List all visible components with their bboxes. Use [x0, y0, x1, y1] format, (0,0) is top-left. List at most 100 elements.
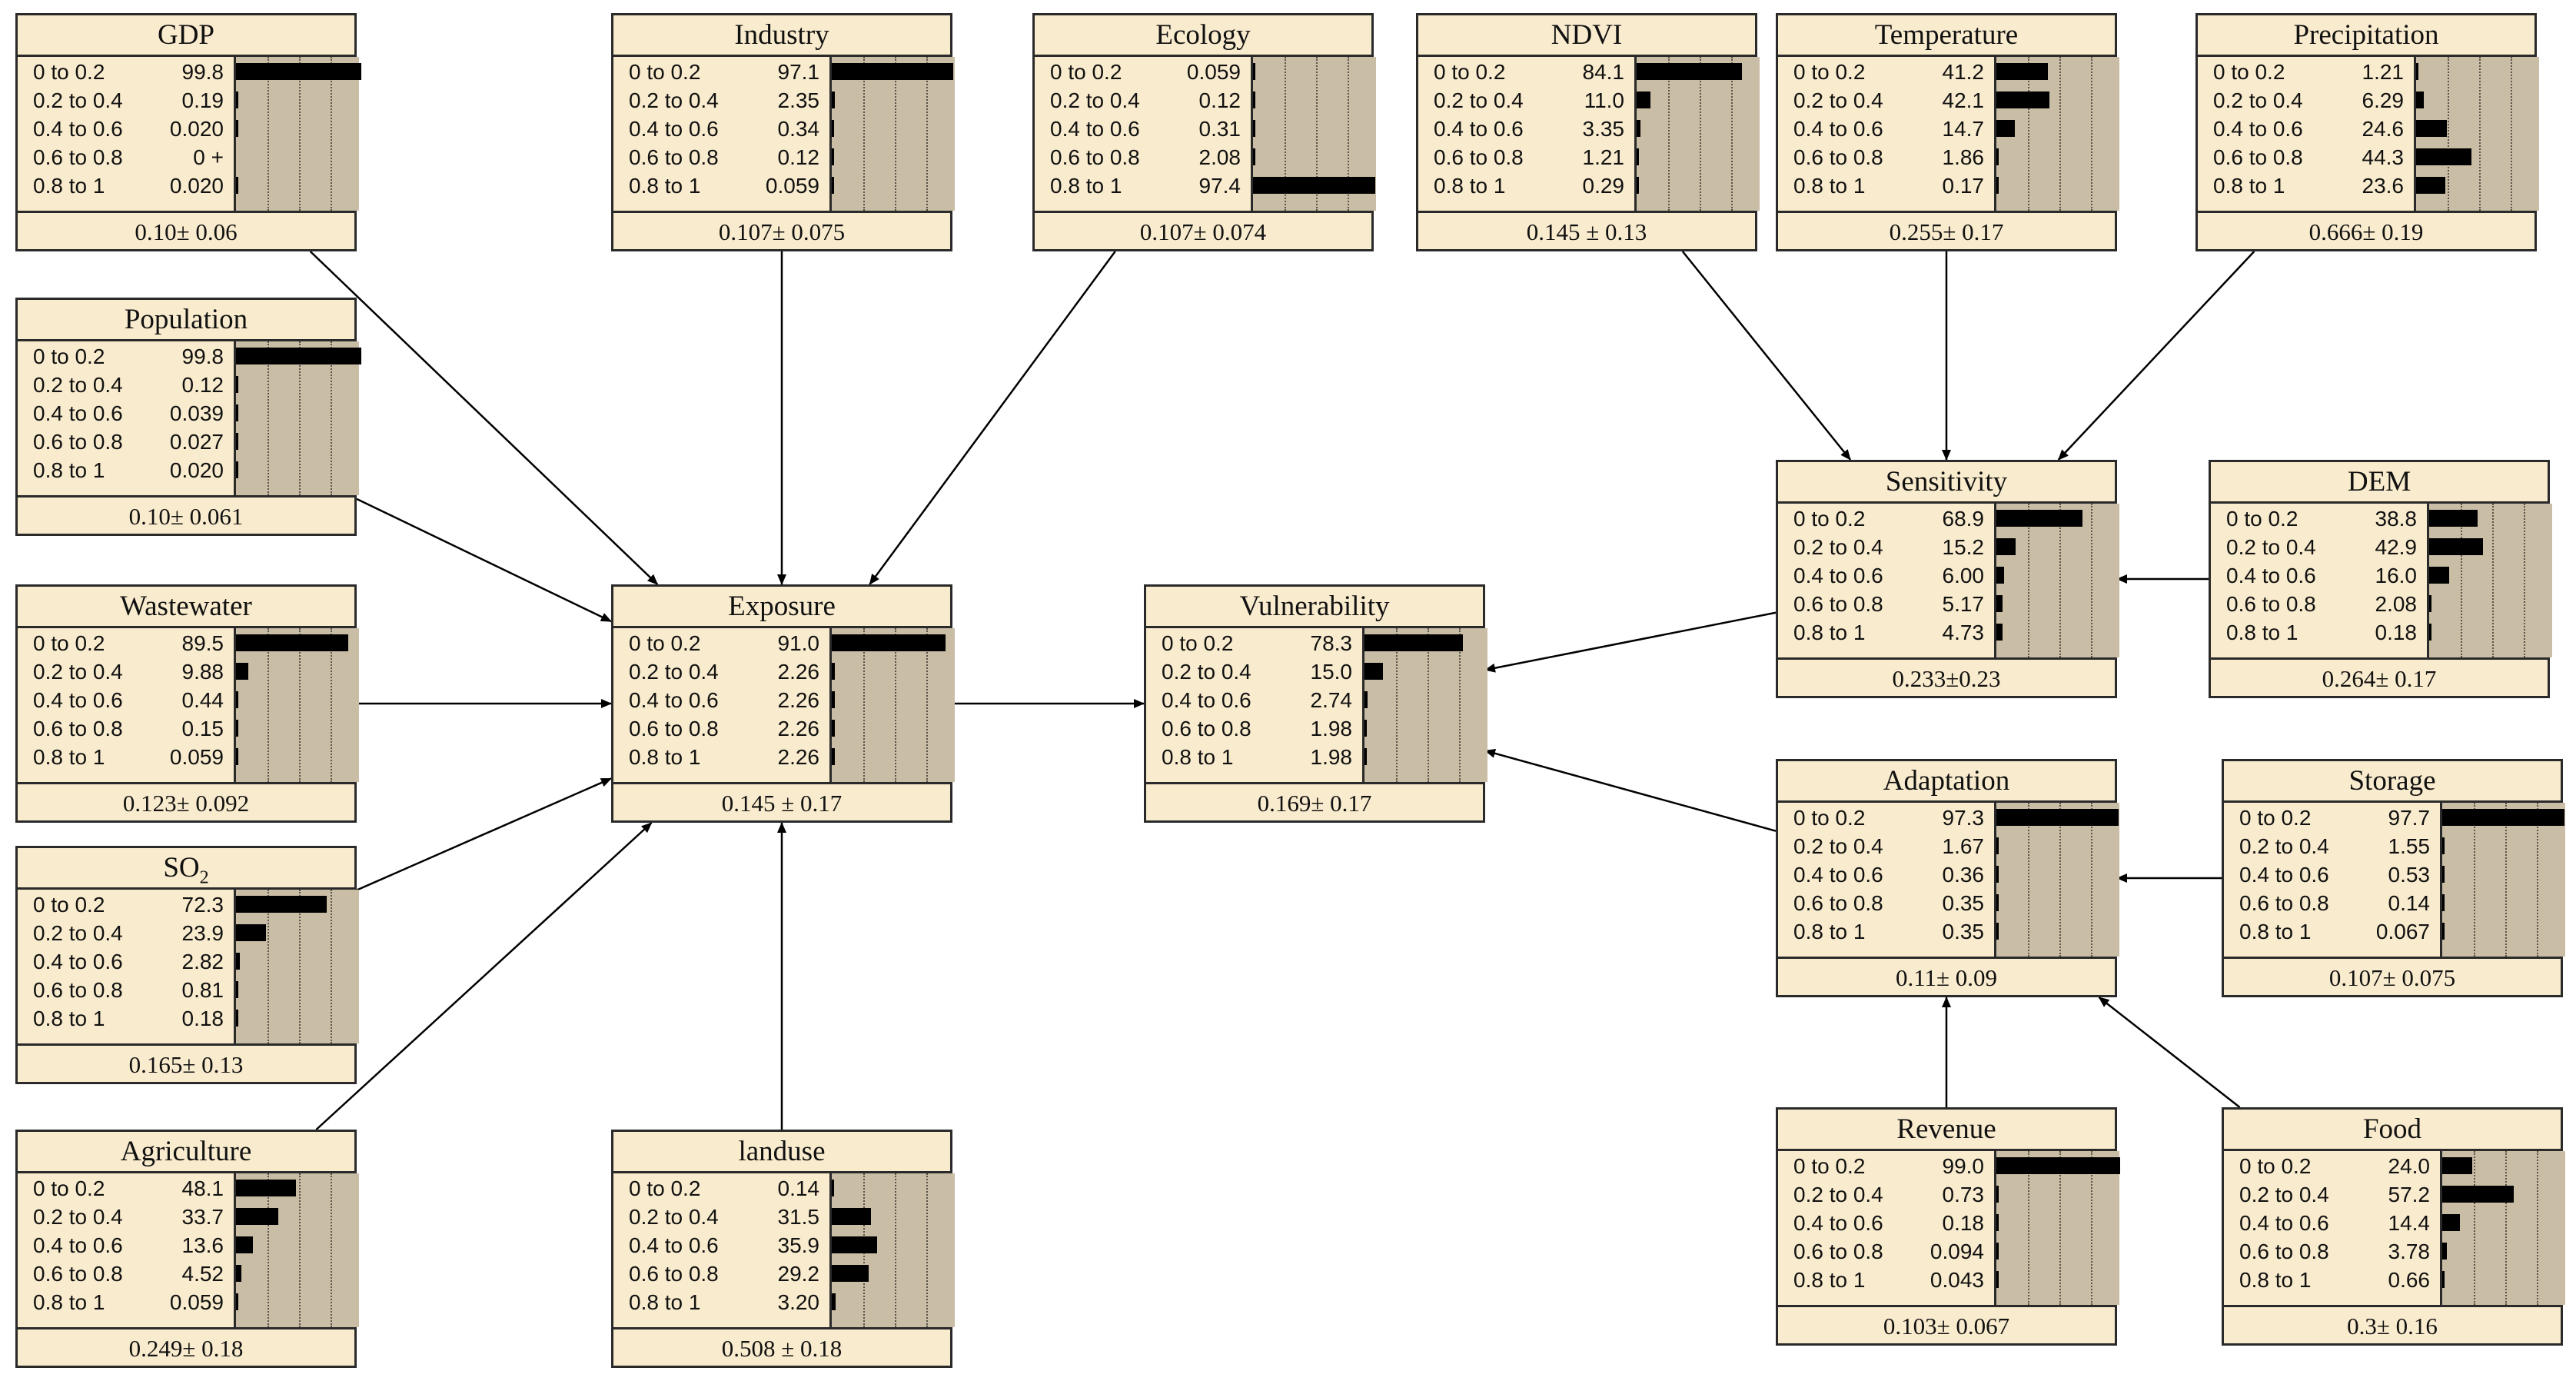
- grid-line: [1348, 57, 1349, 211]
- state-label: 0.8 to 1: [1793, 1268, 1866, 1292]
- belief-bar: [1996, 1214, 1999, 1231]
- state-label: 0 to 0.2: [33, 60, 105, 84]
- belief-bar: [236, 177, 238, 194]
- state-label: 0.2 to 0.4: [2239, 834, 2329, 858]
- state-label: 0.2 to 0.4: [629, 1205, 719, 1229]
- node-title: Agriculture: [18, 1132, 354, 1173]
- belief-bar: [1637, 177, 1639, 194]
- state-value: 0.12: [1198, 88, 1241, 112]
- state-value: 68.9: [1942, 507, 1985, 531]
- belief-bar: [2442, 809, 2564, 826]
- belief-bar: [1996, 837, 1999, 854]
- state-value: 15.0: [1310, 660, 1353, 684]
- belief-bar-panel: [2414, 57, 2539, 211]
- node-title: Precipitation: [2198, 15, 2534, 57]
- edge-agriculture-to-exposure: [315, 822, 653, 1130]
- state-label: 0 to 0.2: [629, 60, 701, 84]
- belief-bar: [1996, 538, 2016, 555]
- edge-adaptation-to-vulnerability: [1484, 748, 1777, 832]
- state-value: 23.6: [2362, 174, 2405, 198]
- state-value: 0.059: [1186, 60, 1241, 84]
- grid-line: [926, 57, 928, 211]
- state-label: 0 to 0.2: [2239, 806, 2312, 830]
- belief-bar: [236, 720, 238, 737]
- state-label: 0.2 to 0.4: [2213, 88, 2303, 112]
- belief-bar: [832, 691, 835, 708]
- node-title-text: Temperature: [1874, 19, 2019, 51]
- state-value: 31.5: [777, 1205, 820, 1229]
- state-label: 0.8 to 1: [629, 174, 701, 198]
- state-value: 0.44: [181, 688, 224, 712]
- grid-line: [268, 1173, 269, 1327]
- node-mean-sd: 0.103± 0.067: [1778, 1305, 2115, 1348]
- node-title-text: Storage: [2348, 765, 2436, 797]
- node-title-text: Industry: [734, 19, 829, 51]
- state-value: 0.81: [181, 978, 224, 1002]
- node-title-text: Vulnerability: [1239, 591, 1390, 622]
- state-label: 0.6 to 0.8: [1050, 145, 1140, 169]
- state-value: 97.3: [1942, 806, 1985, 830]
- belief-bar: [832, 1293, 836, 1310]
- belief-bar: [2429, 567, 2449, 584]
- state-value: 0.020: [169, 117, 224, 141]
- state-label: 0.6 to 0.8: [33, 978, 123, 1002]
- grid-line: [331, 57, 332, 211]
- edge-so2-to-exposure: [356, 777, 612, 891]
- node-title-text: Adaptation: [1883, 765, 2010, 797]
- grid-line: [1459, 628, 1461, 782]
- state-value: 2.74: [1310, 688, 1353, 712]
- node-mean-sd: 0.169± 0.17: [1146, 782, 1483, 825]
- state-value: 0.73: [1942, 1183, 1985, 1206]
- state-label: 0.8 to 1: [2226, 621, 2298, 644]
- state-row: 0.2 to 0.4 31.5: [613, 1203, 950, 1232]
- state-label: 0.8 to 1: [629, 745, 701, 769]
- state-label: 0.4 to 0.6: [1162, 688, 1251, 712]
- belief-bar-panel: [1994, 504, 2119, 657]
- belief-bar-panel: [2440, 803, 2565, 957]
- grid-line: [268, 628, 269, 782]
- state-value: 24.6: [2362, 117, 2405, 141]
- state-label: 0 to 0.2: [629, 1176, 701, 1200]
- node-title: Sensitivity: [1778, 462, 2115, 504]
- state-label: 0.4 to 0.6: [1050, 117, 1140, 141]
- belief-bar: [1253, 92, 1255, 108]
- state-value: 24.0: [2388, 1154, 2431, 1178]
- belief-bar: [236, 748, 238, 765]
- state-label: 0.8 to 1: [1793, 920, 1866, 943]
- belief-bar-panel: [829, 1173, 955, 1327]
- edge-population-to-exposure: [356, 497, 612, 623]
- belief-bar: [832, 120, 834, 137]
- state-label: 0 to 0.2: [33, 1176, 105, 1200]
- state-value: 38.8: [2375, 507, 2418, 531]
- belief-bar: [236, 1208, 278, 1225]
- node-title-text: Ecology: [1155, 19, 1251, 51]
- state-label: 0.2 to 0.4: [1434, 88, 1524, 112]
- state-value: 84.1: [1582, 60, 1625, 84]
- state-label: 0 to 0.2: [2213, 60, 2285, 84]
- belief-bar: [1253, 148, 1255, 165]
- state-value: 14.7: [1942, 117, 1985, 141]
- state-value: 23.9: [181, 921, 224, 945]
- state-label: 0.8 to 1: [2239, 920, 2312, 943]
- state-value: 0.35: [1942, 920, 1985, 943]
